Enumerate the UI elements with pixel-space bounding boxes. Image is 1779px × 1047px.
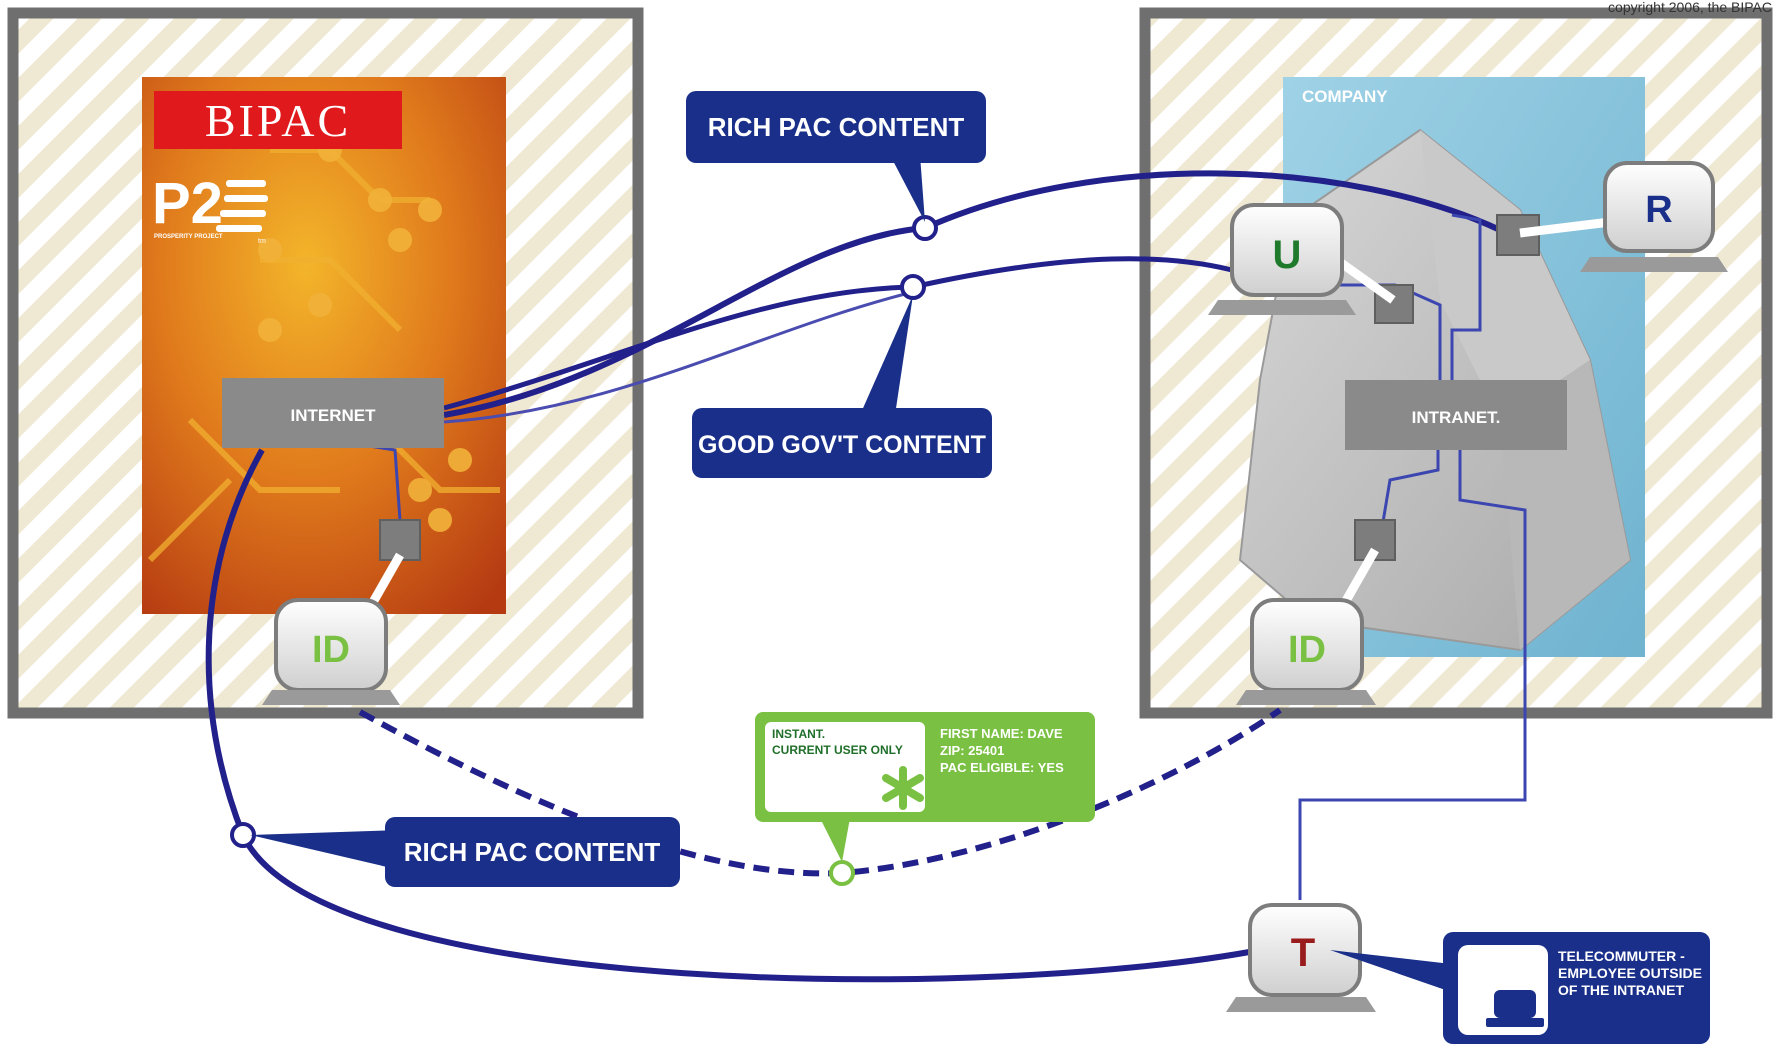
bipac-logo: BIPAC [154,91,402,149]
line-internet-to-t [205,448,1261,983]
rich-pac-top-label: RICH PAC CONTENT [708,112,965,142]
telecommuter-line1: TELECOMMUTER - [1558,948,1685,964]
junction-dots [230,215,938,886]
p2-small-text: PROSPERITY PROJECT [154,234,223,240]
asterisk-icon [882,766,924,810]
instant-line2: CURRENT USER ONLY [772,743,903,757]
r-station: R [1519,161,1728,272]
instant-detail2: ZIP: 25401 [940,743,1004,758]
telecommuter-badge: T [1291,931,1315,975]
internet-label: INTERNET [291,406,377,425]
p2-logo: P2 PROSPERITY PROJECT tm [152,171,268,245]
copyright-notice: copyright 2006, the BIPAC [1608,0,1772,15]
instant-detail1: FIRST NAME: DAVE [940,726,1063,741]
company-id-station: ID [1236,547,1379,705]
bipac-logo-text: BIPAC [205,95,351,146]
callout-rich-pac-top: RICH PAC CONTENT [686,91,986,222]
telecommuter-line3: OF THE INTRANET [1558,982,1684,998]
instant-user-card: INSTANT. CURRENT USER ONLY FIRST NAME: D… [755,712,1095,862]
rich-pac-bottom-label: RICH PAC CONTENT [404,837,661,867]
company-id-badge: ID [1288,629,1326,671]
user-badge: U [1273,233,1302,277]
bipac-panel [142,77,506,614]
p2-logo-mark: P2 [152,171,223,236]
remote-computer-icon [1486,990,1544,1027]
bipac-id-badge: ID [312,629,350,671]
network-nodes [379,214,1540,561]
user-station: U [1208,203,1396,315]
company-panel: COMPANY [1238,77,1645,657]
instant-line1: INSTANT. [772,727,825,741]
line-internet-secondary [443,290,914,424]
good-govt-label: GOOD GOV'T CONTENT [698,431,986,459]
callout-rich-pac-bottom: RICH PAC CONTENT [250,817,680,887]
r-badge: R [1645,189,1672,231]
line-intranet-to-t [1298,450,1527,900]
telecommuter-line2: EMPLOYEE OUTSIDE [1558,965,1702,981]
callout-good-govt: GOOD GOV'T CONTENT [692,295,992,478]
internet-box: INTERNET [222,378,444,448]
telecommuter-callout: TELECOMMUTER - EMPLOYEE OUTSIDE OF THE I… [1330,932,1710,1044]
telecommuter-station: T [1226,903,1376,1012]
intranet-box: INTRANET. [1345,380,1567,450]
instant-detail3: PAC ELIGIBLE: YES [940,760,1064,775]
company-title: COMPANY [1302,87,1388,106]
bipac-id-station: ID [262,552,404,705]
line-internet-to-u [443,256,1233,411]
p2-tm-mark: tm [258,238,266,245]
intranet-label: INTRANET. [1412,408,1501,427]
